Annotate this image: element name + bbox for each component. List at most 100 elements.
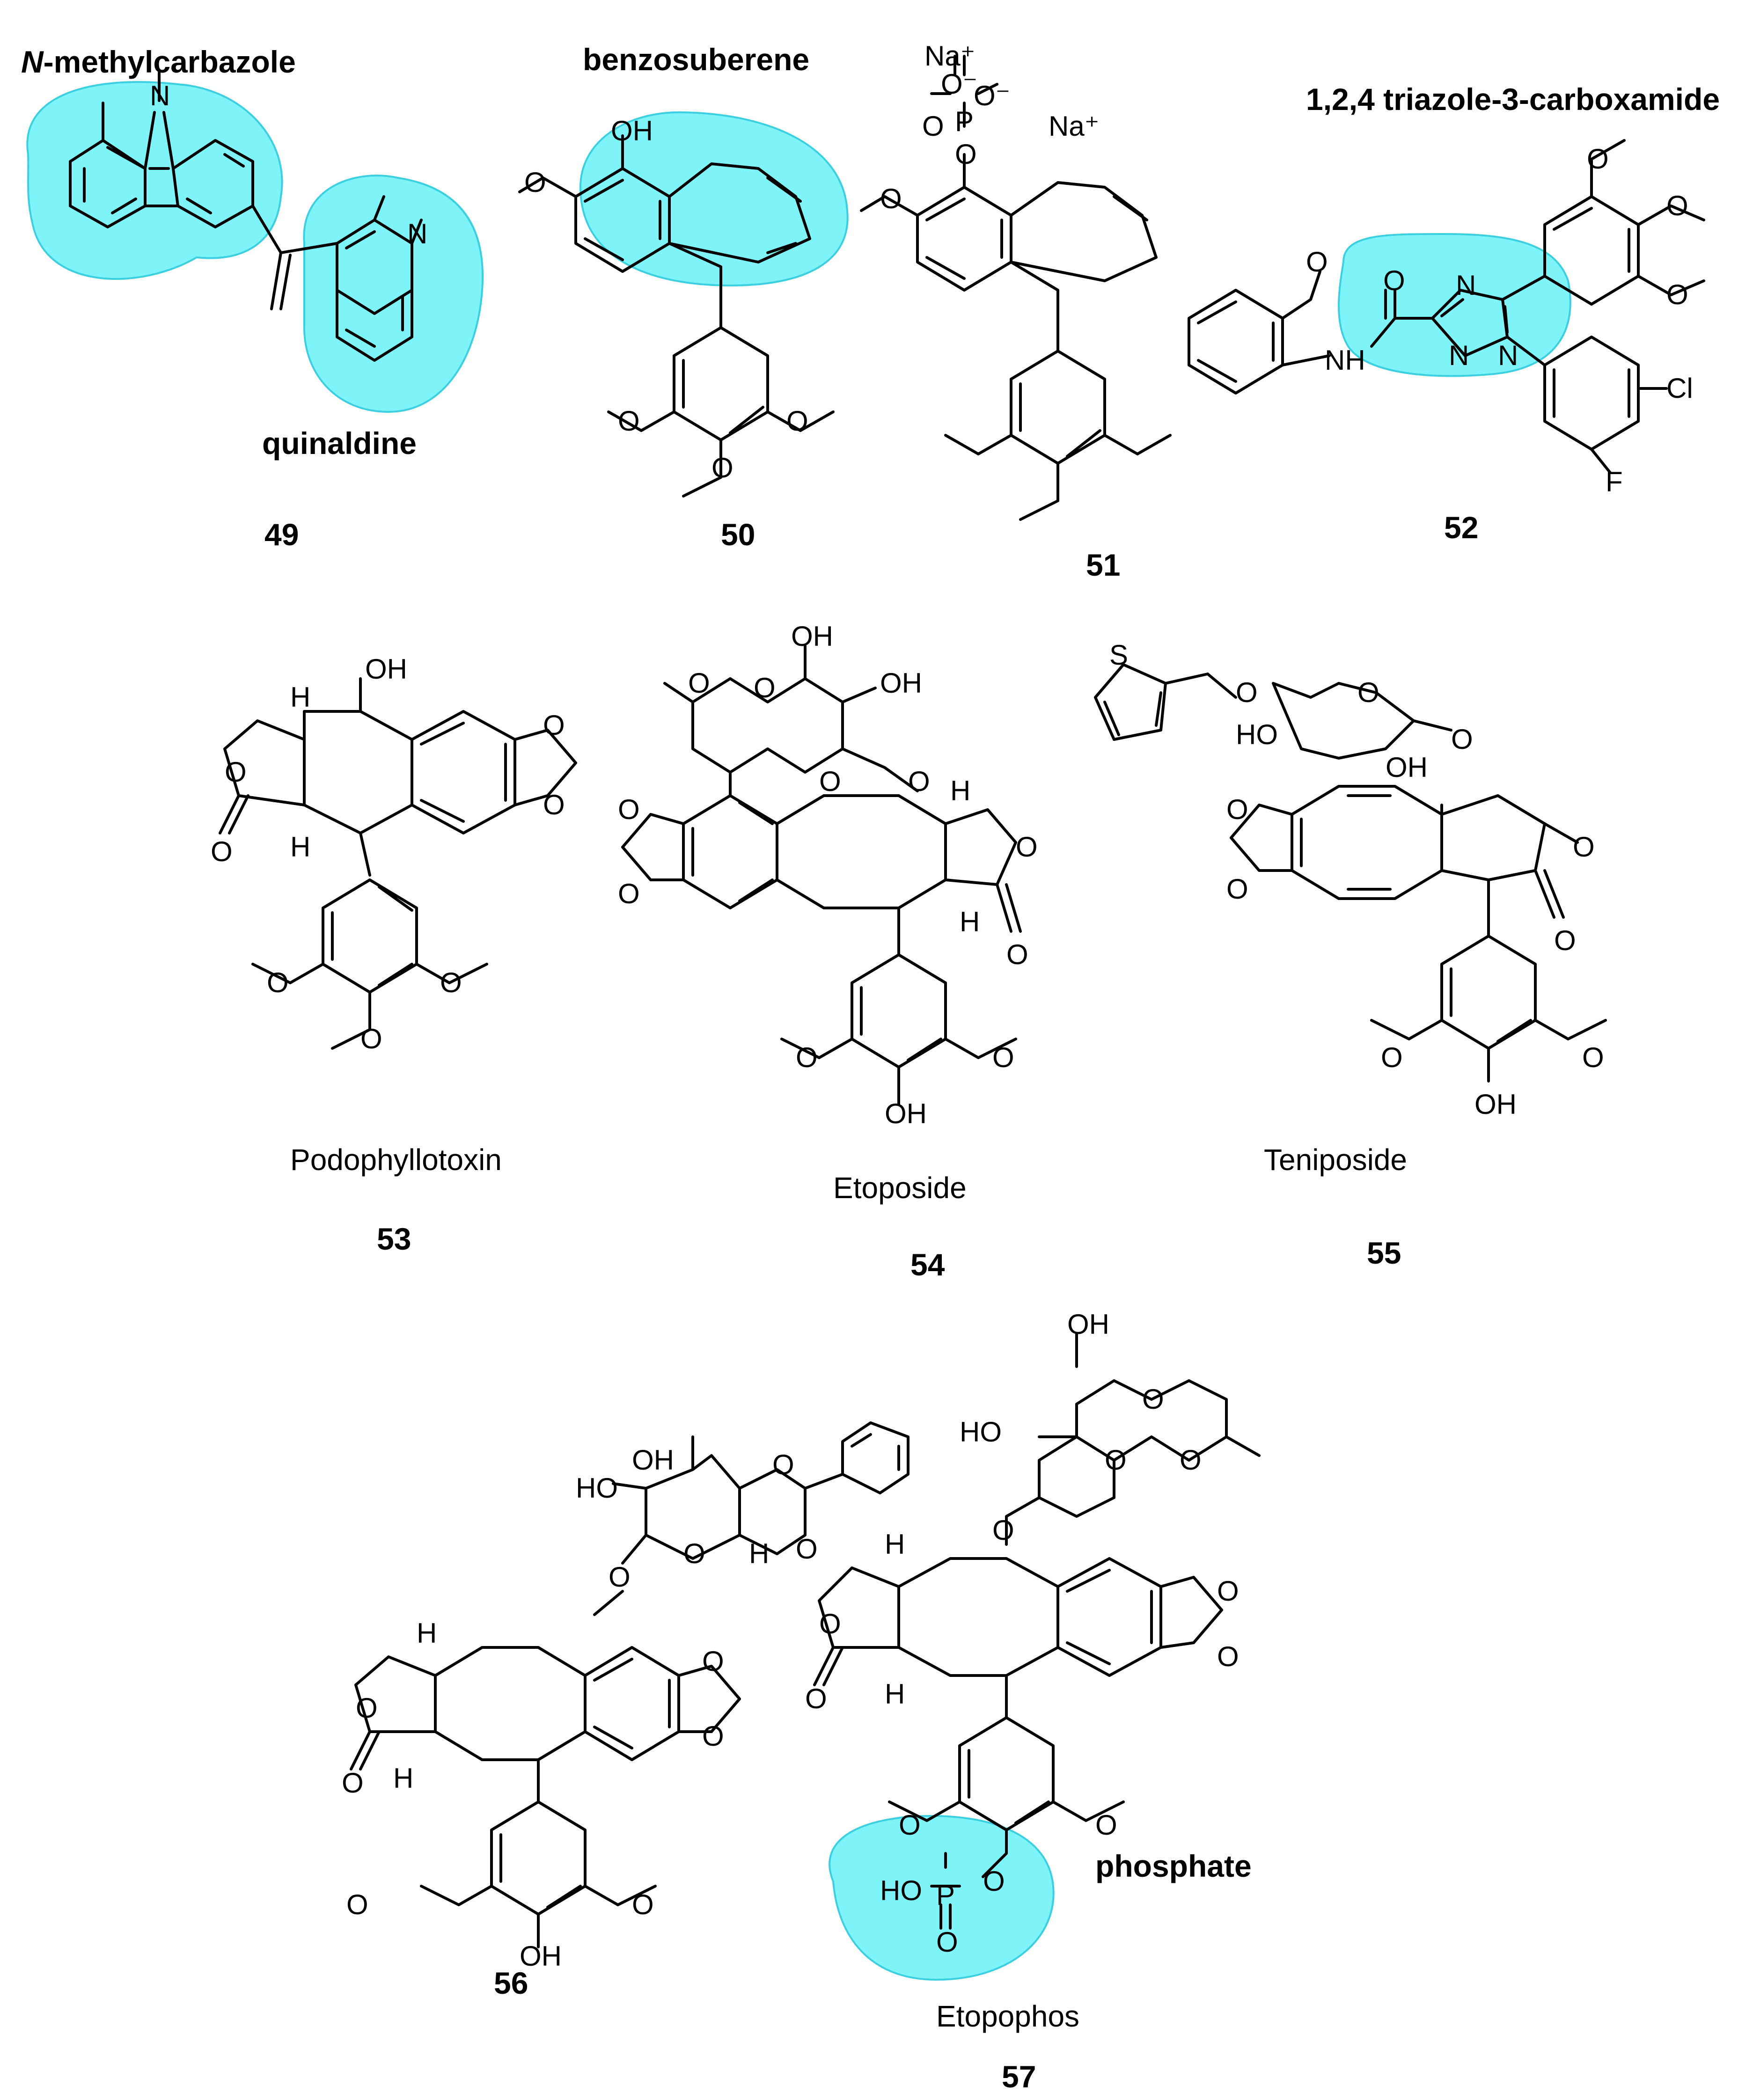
atom-54-OH1: OH: [791, 621, 833, 652]
atom-54-H2: H: [960, 906, 980, 937]
atom-57-O6: O: [805, 1683, 827, 1714]
atom-56-H2: H: [417, 1617, 437, 1649]
atom-54-O9: O: [796, 1042, 818, 1073]
structure-51: [860, 55, 1172, 521]
atom-55-O4: O: [1226, 794, 1248, 825]
atom-54-O1: O: [688, 667, 710, 699]
atom-50-O3: O: [711, 452, 733, 483]
atom-52-N1: N: [1456, 270, 1476, 301]
atom-52-N3: N: [1498, 340, 1518, 371]
compound-number-56: 56: [494, 1966, 528, 2000]
atom-53-OH: OH: [365, 653, 407, 685]
atom-56-O6: O: [342, 1767, 364, 1799]
atom-55-S: S: [1109, 639, 1128, 671]
atom-50-O2: O: [618, 405, 640, 437]
atom-53-O-lactone: O: [225, 756, 247, 788]
compound-number-50: 50: [721, 517, 755, 552]
compound-number-55: 55: [1367, 1236, 1401, 1270]
header-n-methylcarbazole: N-methylcarbazole: [21, 44, 296, 79]
atom-54-O7: O: [1016, 831, 1038, 863]
structure-55: [1094, 663, 1607, 1083]
atom-57-P: P: [936, 1880, 955, 1911]
atom-52-O5: O: [1666, 279, 1688, 310]
compound-number-53: 53: [377, 1222, 411, 1256]
atom-56-O1: O: [772, 1449, 794, 1480]
atom-53-O7: O: [440, 967, 462, 998]
compound-name-53: Podophyllotoxin: [290, 1143, 502, 1177]
atom-54-O3: O: [819, 766, 841, 797]
atom-51-P: P: [955, 106, 974, 137]
atom-57-O1: O: [1142, 1383, 1164, 1415]
atom-49-N: N: [150, 80, 170, 111]
atom-55-O2: O: [1357, 677, 1379, 708]
compound-number-52: 52: [1444, 510, 1478, 545]
atom-56-OH2: OH: [520, 1940, 562, 1972]
atom-52-F: F: [1606, 466, 1623, 498]
atom-56-O5: O: [356, 1692, 378, 1724]
atom-50-OH: OH: [611, 115, 653, 146]
atom-52-NH: NH: [1325, 344, 1365, 376]
highlight-quinaldine: [303, 175, 484, 413]
header-benzosuberene: benzosuberene: [583, 42, 809, 77]
atom-55-O1: O: [1236, 677, 1258, 708]
structure-57: [813, 1332, 1261, 1930]
atom-57-O10: O: [1095, 1809, 1117, 1841]
atom-55-HO: HO: [1236, 719, 1278, 750]
atom-55-OH2: OH: [1474, 1089, 1517, 1120]
atom-51-Na2: Na⁺: [1049, 110, 1099, 142]
atom-57-O3: O: [1105, 1444, 1127, 1476]
atom-55-O5: O: [1226, 873, 1248, 905]
compound-name-57: Etopophos: [936, 1999, 1079, 2033]
atom-55-O8: O: [1381, 1042, 1403, 1073]
atom-52-N2: N: [1449, 340, 1469, 371]
compound-number-49: 49: [264, 517, 299, 552]
atom-52-O4: O: [1666, 190, 1688, 221]
highlight-benzosuberene: [579, 111, 849, 287]
atom-57-H2: H: [885, 1678, 905, 1710]
atom-50-O1: O: [524, 167, 546, 198]
atom-57-H1: H: [885, 1529, 905, 1560]
atom-57-O2: O: [1180, 1444, 1202, 1476]
atom-55-O3: O: [1451, 724, 1473, 755]
compound-number-54: 54: [910, 1247, 945, 1282]
header-phosphate: phosphate: [1095, 1849, 1252, 1883]
compound-number-51: 51: [1086, 548, 1120, 582]
atom-57-O11: O: [983, 1866, 1005, 1897]
atom-52-O: O: [1306, 246, 1328, 278]
atom-53-H1: H: [290, 681, 310, 713]
atom-54-OH2: OH: [880, 667, 922, 699]
atom-57-O-eq: O: [936, 1926, 958, 1958]
atom-51-O-minus1: O⁻: [941, 68, 977, 100]
structure-49: [69, 71, 423, 362]
atom-49-N2: N: [407, 218, 427, 249]
atom-54-O6: O: [618, 878, 640, 909]
atom-56-O10: O: [632, 1889, 654, 1920]
atom-56-OH1: OH: [632, 1444, 674, 1476]
structure-56: [350, 1421, 910, 1948]
atom-56-H3: H: [393, 1763, 413, 1794]
atom-52-O3: O: [1587, 143, 1609, 175]
atom-57-OH: OH: [1067, 1309, 1109, 1340]
atom-50-O4: O: [786, 405, 808, 437]
structure-52: [1188, 139, 1705, 474]
atom-56-O9: O: [346, 1889, 368, 1920]
structure-53: [219, 677, 577, 1050]
atom-53-O4: O: [543, 789, 565, 820]
highlight-phosphate: [829, 1815, 1055, 1981]
atom-56-O3: O: [683, 1538, 705, 1569]
atom-51-O: O: [955, 139, 977, 170]
atom-57-O9: O: [899, 1809, 921, 1841]
atom-53-O6: O: [360, 1023, 382, 1054]
atom-57-O7: O: [1217, 1575, 1239, 1607]
header-quinaldine: quinaldine: [262, 426, 417, 461]
structure-54: [621, 644, 1022, 1106]
atom-51-O-minus2: O⁻: [974, 80, 1010, 111]
atom-56-H1: H: [749, 1538, 769, 1569]
atom-52-O2: O: [1383, 265, 1405, 296]
atom-51-O2: O: [880, 183, 902, 214]
compound-name-54: Etoposide: [833, 1171, 967, 1205]
atom-53-O3: O: [543, 710, 565, 741]
atom-57-HO-P: HO: [880, 1875, 922, 1906]
atom-53-O5: O: [267, 967, 289, 998]
